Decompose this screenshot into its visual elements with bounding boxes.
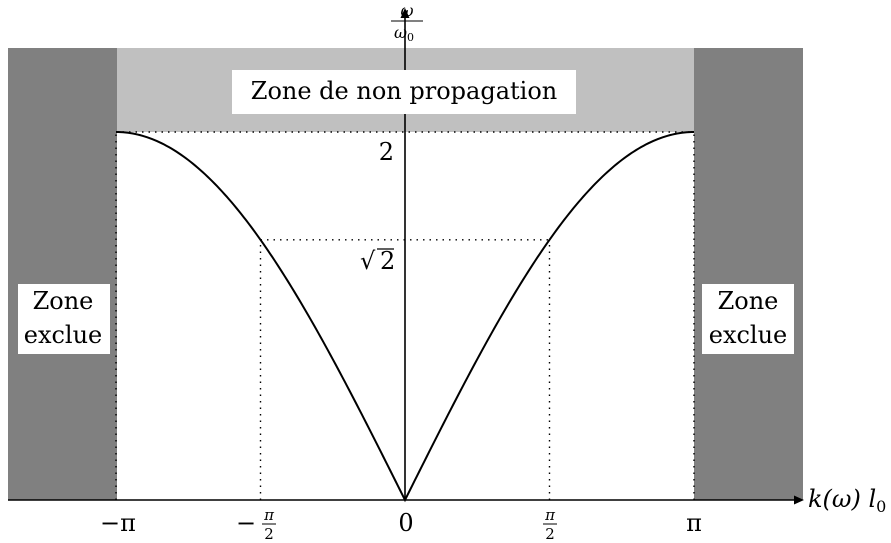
zone-no-propagation-label-bg: [232, 70, 576, 114]
zone-excluded-right-label-line1: Zone: [718, 287, 779, 315]
y-axis-arrowhead: [400, 8, 410, 18]
zone-excluded-left-label-line1: Zone: [33, 287, 94, 315]
x-axis-arrowhead: [794, 495, 804, 505]
y-tick-sqrt-symbol: √: [360, 247, 376, 275]
x-tick-half-pi-num: π: [544, 506, 556, 524]
y-axis-label-numerator: ω: [400, 1, 413, 20]
y-axis-label-denominator: ω0: [394, 23, 414, 44]
x-axis-label: k(ω) l0: [808, 485, 886, 516]
zone-excluded-left: [8, 48, 117, 500]
x-tick-label-neg-half-pi: − π 2: [236, 506, 276, 543]
y-tick-label-sqrt-two: √ 2: [360, 247, 395, 275]
zone-excluded-left-label-bg: [18, 284, 110, 354]
reference-lines: [115, 131, 695, 500]
zone-no-propagation-label: Zone de non propagation: [251, 77, 557, 105]
x-tick-neg-half-pi-den: 2: [264, 525, 274, 543]
y-tick-label-two: 2: [379, 138, 394, 166]
zone-excluded-right: [694, 48, 803, 500]
zone-excluded-left-label-line2: exclue: [24, 321, 103, 349]
zone-excluded-right-label-line2: exclue: [709, 321, 788, 349]
x-tick-label-zero: 0: [398, 509, 413, 537]
zone-excluded-right-label-bg: [702, 284, 794, 354]
y-axis-label: ω ω0: [391, 1, 423, 44]
x-tick-neg-half-pi-num: π: [263, 506, 275, 524]
x-tick-label-half-pi: π 2: [543, 506, 557, 543]
y-tick-sqrt-radicand: 2: [380, 247, 395, 275]
x-tick-half-pi-den: 2: [545, 525, 555, 543]
x-tick-neg-half-pi-sign: −: [236, 509, 256, 537]
x-tick-label-pi: π: [686, 509, 702, 537]
x-tick-label-neg-pi: −π: [100, 509, 136, 537]
